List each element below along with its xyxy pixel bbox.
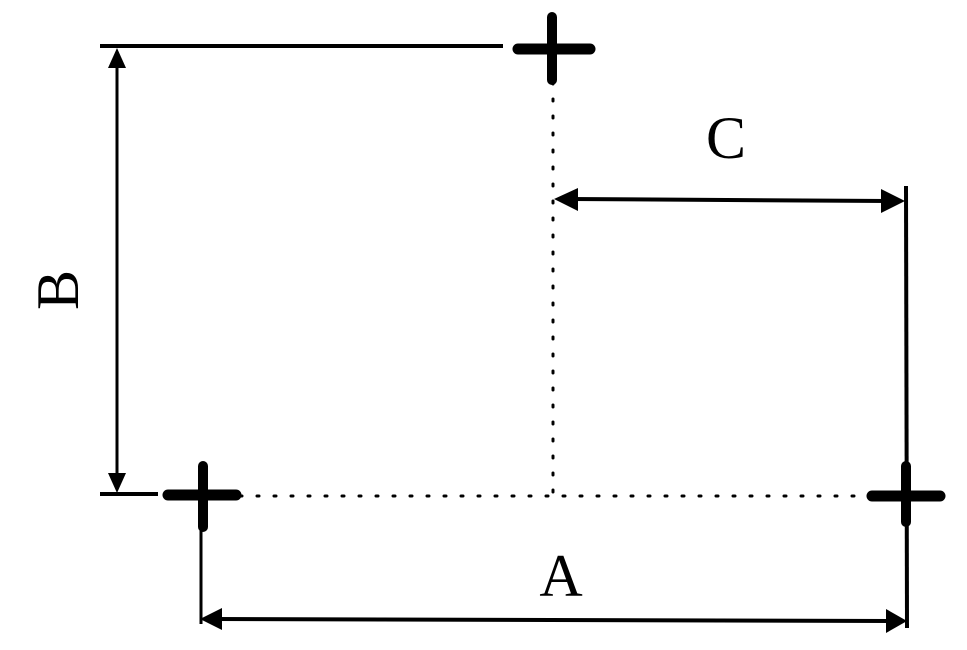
label-b: B (25, 270, 91, 310)
arrow-right-icon (881, 189, 905, 213)
arrow-right-icon (886, 609, 907, 633)
label-c: C (706, 105, 746, 171)
dimension-c (554, 188, 905, 213)
arrow-left-icon (200, 608, 222, 630)
label-a: A (539, 543, 582, 609)
arrow-down-icon (108, 473, 126, 493)
arrow-left-icon (554, 188, 578, 211)
crosshair-bottom-left-icon (162, 461, 242, 532)
arrow-up-icon (108, 48, 126, 68)
dimension-a (200, 608, 907, 633)
crosshair-top-icon (512, 12, 596, 85)
right-extension-line (904, 185, 909, 629)
dimension-b (108, 48, 126, 493)
